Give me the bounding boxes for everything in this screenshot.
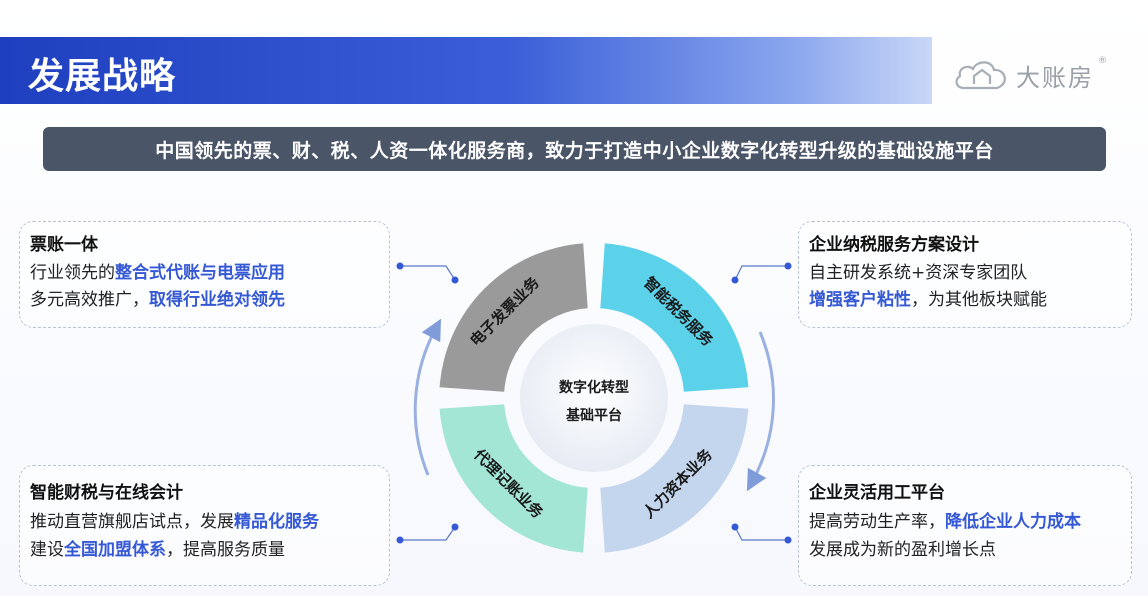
registered-mark: ® (1098, 56, 1107, 66)
center-disc (520, 324, 668, 472)
connector-dot (784, 262, 792, 270)
connector-lines (396, 262, 792, 544)
text-plain: 多元高效推广， (30, 290, 149, 310)
card-line: 发展成为新的盈利增长点 (809, 535, 996, 560)
card-title: 智能财税与在线会计 (30, 483, 183, 503)
segment-bookkeeping (439, 404, 588, 553)
text-plain: 行业领先的 (30, 263, 115, 283)
card-smart-tax-accounting: 智能财税与在线会计 推动直营旗舰店试点，发展精品化服务 建设全国加盟体系，提高服… (19, 465, 390, 586)
text-plain: ，为其他板块赋能 (911, 290, 1047, 310)
text-plain: 推动直营旗舰店试点，发展 (30, 512, 234, 532)
text-plain: ，提高服务质量 (166, 540, 285, 560)
page-title: 发展战略 (28, 56, 177, 97)
card-line: 建设全国加盟体系，提高服务质量 (30, 535, 285, 560)
text-highlight: 精品化服务 (234, 512, 319, 532)
card-line: 多元高效推广，取得行业绝对领先 (30, 285, 285, 310)
center-label-line2: 基础平台 (566, 407, 622, 424)
card-invoice-accounting: 票账一体 行业领先的整合式代账与电票应用 多元高效推广，取得行业绝对领先 (19, 221, 390, 328)
card-line: 行业领先的整合式代账与电票应用 (30, 258, 285, 283)
connector-bottom-right (734, 526, 788, 541)
mission-text: 中国领先的票、财、税、人资一体化服务商，致力于打造中小企业数字化转型升级的基础设… (155, 140, 994, 162)
text-highlight: 全国加盟体系 (64, 540, 166, 560)
text-plain: 自主研发系统+资深专家团队 (809, 263, 1028, 283)
cycle-arrow-left (413, 318, 441, 476)
segment-smart-tax (600, 243, 749, 392)
text-highlight: 降低企业人力成本 (945, 512, 1081, 532)
connector-dot (396, 536, 404, 544)
logo-text: 大账房 (1016, 64, 1094, 92)
card-line: 增强客户粘性，为其他板块赋能 (809, 285, 1047, 310)
connector-bottom-left (400, 526, 456, 541)
cloud-house-icon (955, 61, 1006, 90)
text-highlight: 取得行业绝对领先 (149, 290, 285, 310)
connector-dot (784, 536, 792, 544)
segment-human-capital (600, 404, 749, 553)
connector-top-right (734, 265, 788, 281)
text-plain: 发展成为新的盈利增长点 (809, 540, 996, 560)
text-highlight: 整合式代账与电票应用 (115, 263, 285, 283)
segment-e-invoice (439, 243, 588, 392)
ring-segments (439, 243, 749, 553)
card-title: 企业灵活用工平台 (809, 483, 945, 503)
connector-dot (396, 262, 404, 270)
card-title: 票账一体 (30, 235, 98, 255)
text-plain: 提高劳动生产率， (809, 512, 945, 532)
connector-dot (451, 523, 459, 531)
card-line: 提高劳动生产率，降低企业人力成本 (809, 507, 1081, 532)
text-plain: 建设 (30, 540, 64, 560)
title-bar: 发展战略 (0, 37, 932, 104)
connector-dot (451, 276, 459, 284)
mission-banner: 中国领先的票、财、税、人资一体化服务商，致力于打造中小企业数字化转型升级的基础设… (43, 127, 1106, 171)
card-title: 企业纳税服务方案设计 (809, 235, 979, 255)
card-flexible-employment: 企业灵活用工平台 提高劳动生产率，降低企业人力成本 发展成为新的盈利增长点 (798, 465, 1132, 586)
text-highlight: 增强客户粘性 (809, 290, 911, 310)
center-label-line1: 数字化转型 (559, 379, 629, 396)
brand-logo: 大账房 ® (952, 54, 1122, 94)
connector-dot (731, 276, 739, 284)
card-tax-service-design: 企业纳税服务方案设计 自主研发系统+资深专家团队 增强客户粘性，为其他板块赋能 (798, 221, 1132, 328)
connector-dot (731, 523, 739, 531)
card-line: 推动直营旗舰店试点，发展精品化服务 (30, 507, 319, 532)
card-line: 自主研发系统+资深专家团队 (809, 258, 1027, 283)
cycle-arrow-right (746, 331, 775, 492)
connector-top-left (400, 265, 456, 281)
